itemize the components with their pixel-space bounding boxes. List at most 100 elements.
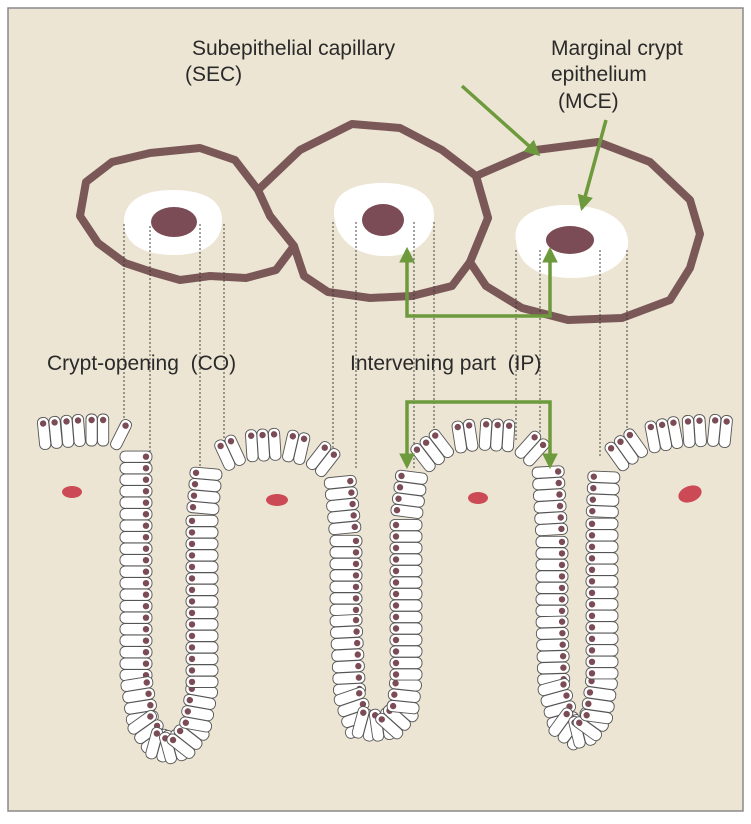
epithelial-cell: [588, 471, 620, 484]
epithelial-cell: [120, 566, 152, 577]
label-mce-line1: Marginal crypt: [551, 36, 683, 61]
epithelial-cell: [330, 558, 362, 569]
label-crypt-opening: Crypt-opening (CO): [47, 351, 236, 376]
epithelial-cell: [245, 429, 258, 462]
epithelial-cell: [120, 509, 152, 520]
epithelial-cell: [268, 428, 281, 461]
label-intervening-part: Intervening part (IP): [350, 351, 541, 376]
epithelial-cell: [330, 570, 362, 581]
epithelial-cell: [586, 505, 618, 518]
epithelial-cell: [186, 527, 218, 538]
epithelial-cell: [586, 610, 618, 621]
epithelial-cell: [490, 419, 503, 452]
epithelial-cell: [390, 600, 422, 611]
epithelial-cell: [536, 594, 568, 605]
epithelial-cell: [537, 650, 569, 662]
red-blood-cell: [62, 486, 82, 498]
epithelial-cell: [586, 656, 618, 667]
epithelial-cell: [502, 419, 515, 452]
epithelial-cell: [190, 467, 223, 481]
epithelial-cell: [536, 559, 568, 570]
epithelial-cell: [390, 554, 422, 565]
epithelial-cell: [186, 584, 218, 595]
epithelial-cell: [186, 653, 218, 664]
epithelial-cell: [120, 601, 152, 612]
epithelial-cell: [186, 515, 218, 526]
epithelial-cell: [120, 486, 152, 497]
epithelial-cell: [586, 645, 618, 656]
epithelial-cell: [120, 520, 152, 531]
epithelial-cell: [330, 614, 363, 627]
crypt-nucleus-left: [151, 207, 197, 237]
epithelial-cell: [586, 530, 618, 541]
epithelial-cell: [186, 619, 218, 630]
epithelial-cell: [587, 482, 619, 495]
epithelial-cell: [186, 596, 218, 607]
epithelial-cell: [330, 581, 362, 592]
epithelial-cell: [537, 639, 569, 651]
epithelial-cell: [586, 633, 618, 644]
epithelial-cell: [390, 519, 422, 530]
epithelial-cell: [98, 414, 109, 446]
epithelial-cell: [120, 451, 152, 462]
epithelial-cell: [120, 543, 152, 554]
epithelial-cell: [390, 542, 422, 553]
label-sec-line1: Subepithelial capillary: [192, 36, 395, 61]
epithelial-cell: [682, 415, 695, 448]
label-mce-line2: epithelium: [551, 62, 647, 87]
red-blood-cell: [468, 492, 488, 504]
epithelial-cell: [330, 593, 362, 604]
crypt-nucleus-middle: [362, 204, 404, 236]
epithelial-cell: [586, 587, 618, 598]
red-blood-cell: [266, 494, 288, 506]
epithelial-cell: [390, 577, 422, 588]
epithelial-cell: [537, 662, 569, 674]
epithelial-cell: [72, 414, 86, 447]
epithelial-cell: [120, 647, 152, 658]
epithelial-cell: [390, 669, 422, 680]
epithelial-cell: [586, 553, 618, 564]
epithelial-cell: [120, 658, 152, 669]
epithelial-cell: [586, 564, 618, 575]
epithelial-cell: [536, 571, 568, 582]
epithelial-cell: [535, 523, 568, 536]
epithelial-cell: [120, 635, 152, 646]
epithelial-cell: [587, 494, 619, 507]
epithelial-cell: [86, 414, 97, 446]
epithelial-cell: [534, 500, 567, 513]
epithelial-cell: [186, 607, 218, 618]
epithelial-cell: [536, 627, 568, 639]
epithelial-cell: [693, 414, 706, 447]
epithelial-cell: [186, 630, 218, 641]
epithelial-cell: [330, 604, 362, 615]
epithelial-cell: [390, 623, 422, 634]
epithelial-cell: [257, 429, 270, 462]
epithelial-cell: [186, 561, 218, 572]
epithelial-cell: [332, 649, 365, 662]
epithelial-cell: [186, 665, 218, 676]
epithelial-cell: [186, 676, 218, 687]
epithelial-cell: [586, 541, 618, 552]
epithelial-cell: [586, 576, 618, 587]
epithelial-cell: [536, 582, 568, 593]
epithelial-cell: [186, 573, 218, 584]
epithelial-cell: [532, 466, 565, 479]
epithelial-cell: [536, 548, 568, 559]
epithelial-cell: [120, 555, 152, 566]
epithelial-cell: [390, 646, 422, 657]
epithelial-cell: [120, 463, 152, 474]
epithelial-cell: [186, 538, 218, 549]
epithelial-cell: [120, 497, 152, 508]
epithelial-cell: [536, 605, 568, 616]
epithelial-cell: [533, 489, 566, 502]
epithelial-cell: [186, 642, 218, 653]
epithelial-cell: [186, 550, 218, 561]
epithelial-cell: [586, 518, 618, 529]
epithelial-cell: [120, 532, 152, 543]
epithelial-cell: [479, 418, 492, 451]
epithelial-cell: [536, 616, 568, 628]
epithelial-cell: [330, 626, 363, 639]
epithelial-cell: [534, 512, 567, 525]
